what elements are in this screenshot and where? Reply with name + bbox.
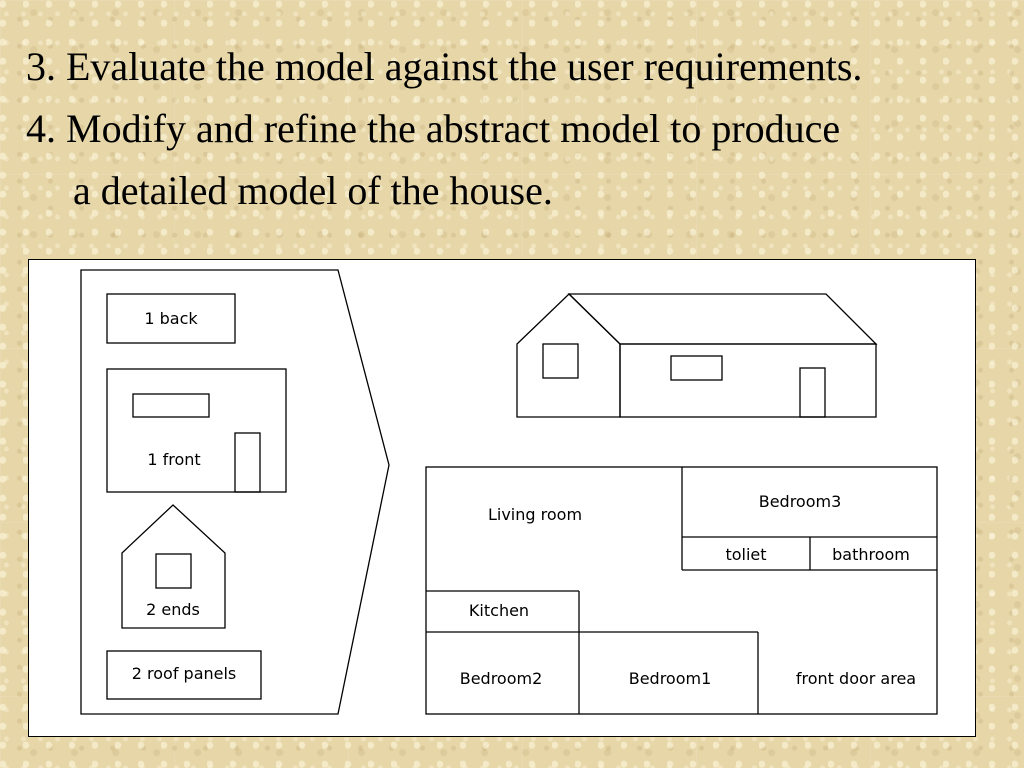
roof-label: 2 roof panels [131, 664, 237, 683]
diagram-panel: 1 back 1 front 2 ends 2 roof panels Livi… [28, 259, 976, 737]
back-label: 1 back [144, 309, 198, 328]
front-window [132, 393, 210, 418]
house-front-window [670, 355, 723, 381]
house-front-wall [619, 343, 877, 418]
house-gable-end [516, 293, 621, 418]
bedroom2-label: Bedroom2 [459, 669, 543, 688]
point-4-text: 4. Modify and refine the abstract model … [26, 106, 841, 151]
slide-text: 3. Evaluate the model against the user r… [26, 36, 862, 222]
diagram-drawing [80, 269, 938, 715]
bedroom3-label: Bedroom3 [758, 492, 842, 511]
point-4-continuation: a detailed model of the house. [73, 168, 553, 213]
ends-label: 2 ends [146, 600, 200, 619]
end-panel [121, 504, 226, 629]
living-room-label: Living room [487, 505, 583, 524]
point-3-text: 3. Evaluate the model against the user r… [26, 44, 863, 89]
bedroom1-label: Bedroom1 [628, 669, 712, 688]
front-panel [106, 368, 287, 493]
roof-panel [106, 650, 262, 700]
back-panel [106, 293, 236, 344]
front-label: 1 front [147, 450, 201, 469]
house-roof [567, 293, 878, 345]
house-end-window [542, 343, 579, 379]
front-door [234, 432, 261, 493]
components-arrow [80, 269, 390, 715]
toilet-label: toliet [725, 545, 767, 564]
front-door-area-label: front door area [795, 669, 917, 688]
bathroom-label: bathroom [832, 545, 910, 564]
house-door [799, 367, 826, 418]
kitchen-label: Kitchen [468, 601, 530, 620]
end-window [155, 553, 192, 589]
